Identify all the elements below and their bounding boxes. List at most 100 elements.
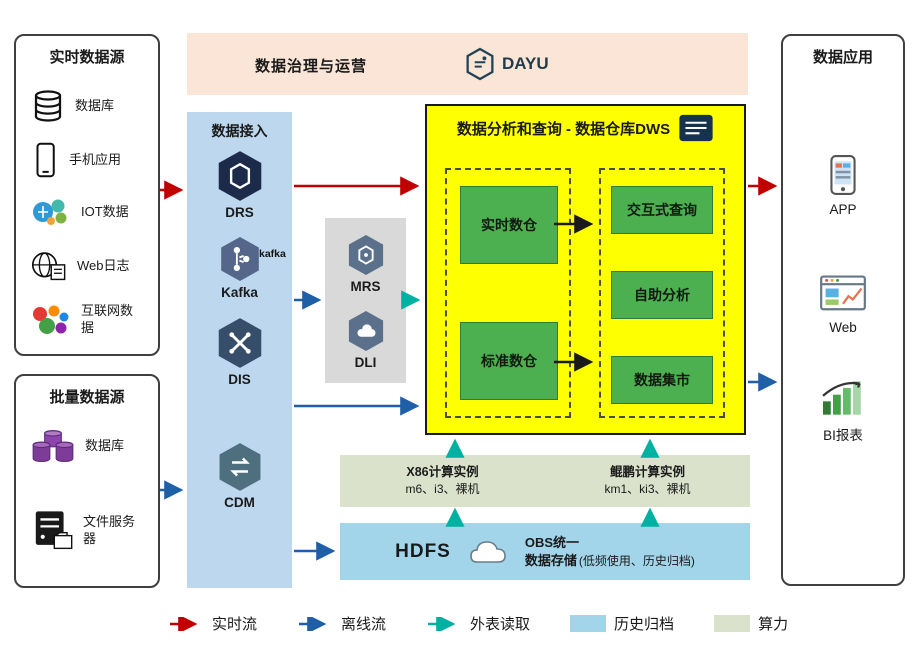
service-mrs: MRS (325, 234, 406, 294)
source-item-weblog: Web日志 (30, 244, 150, 288)
legend-label: 实时流 (212, 616, 258, 633)
kunpeng-compute-title: 鲲鹏计算实例 (609, 465, 685, 480)
ingestion-panel: 数据接入 DRS kafka Kafka (187, 112, 292, 588)
archive-swatch (570, 615, 607, 632)
mobile-phone-icon (36, 142, 55, 178)
realtime-sources-title: 实时数据源 (49, 49, 125, 66)
source-label: IOT数据 (81, 203, 129, 219)
obs-text: OBS统一 数据存储(低频使用、历史归档) (525, 534, 695, 569)
legend-external-read: 外表读取 (426, 613, 530, 634)
internet-data-icon (33, 305, 69, 334)
legend: 实时流 离线流 外表读取 历史归档 算力 (168, 613, 788, 634)
obs-note: (低频使用、历史归档) (578, 553, 695, 568)
teal-arrow-icon (428, 616, 456, 631)
batch-sources-panel: 批量数据源 数据库 文件服务器 (14, 374, 160, 588)
compute-panel: X86计算实例 m6、i3、裸机 鲲鹏计算实例 km1、ki3、裸机 (340, 455, 750, 507)
app-item-app: APP (783, 154, 903, 217)
legend-compute-power: 算力 (714, 613, 788, 634)
mrs-hexagon-icon (348, 235, 383, 275)
red-arrow-icon (170, 616, 198, 631)
realtime-warehouse-box: 实时数仓 (460, 186, 558, 264)
app-phone-icon (830, 155, 856, 195)
legend-label: 外表读取 (470, 616, 531, 633)
applications-panel: 数据应用 APP (781, 34, 905, 586)
drs-hexagon-icon (218, 151, 261, 201)
batch-sources-title: 批量数据源 (49, 389, 125, 406)
bi-report-icon (822, 381, 861, 415)
source-label: 互联网数据 (81, 303, 134, 335)
obs-line2-row: 数据存储(低频使用、历史归档) (525, 552, 695, 570)
hdfs-label: HDFS (395, 540, 451, 562)
x86-compute-specs: m6、i3、裸机 (405, 482, 480, 497)
source-label: 文件服务器 (83, 514, 136, 546)
ingestion-title: 数据接入 (211, 123, 268, 139)
legend-label: 算力 (758, 616, 789, 633)
legend-label: 历史归档 (614, 616, 675, 633)
kafka-hexagon-icon (220, 237, 259, 281)
compute-swatch (714, 615, 751, 632)
self-service-analysis-label: 自助分析 (634, 287, 690, 303)
service-cdm: CDM (187, 442, 292, 510)
source-label: Web日志 (77, 257, 130, 273)
governance-title: 数据治理与运营 (255, 58, 368, 75)
interactive-query-label: 交互式查询 (627, 202, 697, 218)
storage-panel: HDFS OBS统一 数据存储(低频使用、历史归档) (340, 523, 750, 580)
app-label: Web (829, 320, 857, 335)
x86-compute: X86计算实例 m6、i3、裸机 (340, 455, 545, 507)
kafka-wordmark: kafka (259, 248, 286, 260)
service-dli: DLI (325, 310, 406, 370)
source-item-mobile: 手机应用 (30, 138, 150, 182)
dis-hexagon-icon (218, 318, 261, 368)
dws-warehouse-group: 实时数仓 标准数仓 (445, 168, 571, 418)
web-globe-icon (31, 252, 66, 281)
service-drs: DRS (187, 150, 292, 220)
service-label-dis: DIS (228, 372, 251, 387)
legend-label: 离线流 (341, 616, 387, 633)
service-label-kafka: Kafka (221, 285, 258, 300)
source-label: 数据库 (85, 437, 125, 453)
app-label: BI报表 (823, 428, 863, 443)
dws-title: 数据分析和查询 - 数据仓库DWS (456, 120, 671, 138)
database-purple-icon (32, 430, 74, 462)
source-label: 数据库 (75, 97, 115, 113)
service-label-mrs: MRS (350, 279, 381, 294)
obs-line1: OBS统一 (524, 534, 580, 550)
web-browser-icon (820, 275, 866, 311)
app-label: APP (829, 202, 857, 217)
service-kafka: kafka Kafka (187, 236, 292, 300)
data-mart-label: 数据集市 (634, 372, 690, 388)
self-service-analysis-box: 自助分析 (611, 271, 713, 319)
obs-line2: 数据存储 (524, 552, 577, 568)
service-label-drs: DRS (225, 205, 254, 220)
source-item-database: 数据库 (30, 84, 150, 128)
source-label: 手机应用 (69, 151, 122, 167)
cdm-hexagon-icon (219, 443, 260, 491)
app-item-bi: BI报表 (783, 378, 903, 444)
realtime-warehouse-label: 实时数仓 (481, 217, 537, 233)
dws-panel: 数据分析和查询 - 数据仓库DWS 实时数仓 标准数仓 交互式查询 自助分析 (425, 104, 746, 435)
app-item-web: Web (783, 274, 903, 335)
dayu-logo-text: DAYU (502, 54, 549, 73)
applications-title: 数据应用 (812, 49, 873, 66)
blue-arrow-icon (299, 616, 327, 631)
dws-title-row: 数据分析和查询 - 数据仓库DWS (427, 114, 744, 142)
analytics-cluster-panel: MRS DLI (325, 218, 406, 383)
standard-warehouse-label: 标准数仓 (481, 353, 537, 369)
realtime-sources-panel: 实时数据源 数据库 手机应用 (14, 34, 160, 356)
dli-hexagon-icon (348, 311, 383, 351)
source-item-iot: IOT数据 (30, 190, 150, 234)
obs-cloud-icon (470, 540, 506, 563)
legend-offline-flow: 离线流 (297, 613, 386, 634)
dayu-logo: DAYU (465, 47, 549, 81)
data-mart-box: 数据集市 (611, 356, 713, 404)
standard-warehouse-box: 标准数仓 (460, 322, 558, 400)
interactive-query-box: 交互式查询 (611, 186, 713, 234)
source-item-batch-database: 数据库 (30, 422, 150, 470)
x86-compute-title: X86计算实例 (406, 465, 479, 480)
dws-doc-icon (679, 114, 713, 142)
iot-icon (33, 199, 67, 225)
kunpeng-compute-specs: km1、ki3、裸机 (604, 482, 691, 497)
source-item-file-server: 文件服务器 (30, 504, 150, 558)
source-item-internet: 互联网数据 (30, 294, 150, 346)
service-label-cdm: CDM (224, 495, 255, 510)
